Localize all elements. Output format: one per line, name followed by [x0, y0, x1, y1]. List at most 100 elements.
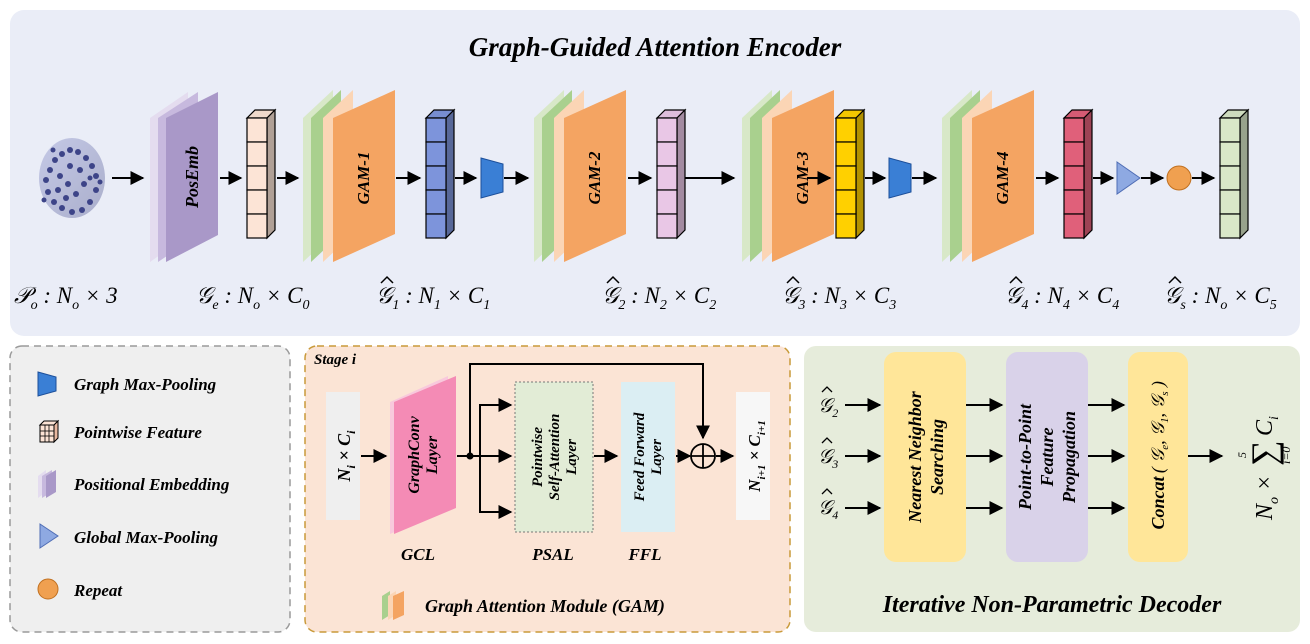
gam-slab-layer: [972, 90, 1034, 262]
label-gs: 𝒢s : No × C5: [1164, 283, 1277, 313]
svg-text:5: 5: [1235, 452, 1249, 458]
gam-label: GAM-4: [993, 152, 1012, 205]
posemb-label: PosEmb: [182, 146, 202, 209]
feature-column-side: [266, 108, 276, 240]
feature-column-side: [855, 108, 865, 240]
feature-cell: [246, 141, 268, 167]
svg-text:Ci: Ci: [1252, 416, 1282, 436]
pointwise-feature-legend-icon: [38, 419, 60, 444]
feature-cell: [1063, 213, 1085, 239]
concat-label: Concat ( 𝒢e, 𝒢1, 𝒢s ): [1148, 381, 1171, 530]
gam-output-box: [736, 392, 770, 520]
graph-max-pooling-legend-icon: [37, 371, 57, 397]
gam-input-label: Ni × Ci: [334, 430, 358, 483]
gam-slab-layer: [772, 90, 834, 262]
feature-cell: [835, 213, 857, 239]
gam-3-block: GAM-3: [742, 90, 834, 262]
concat-box: [1128, 352, 1188, 562]
label-g4: 𝒢4 : N4 × C4: [1005, 283, 1119, 313]
legend-panel: [9, 345, 291, 633]
feature-cell: [1063, 165, 1085, 191]
feature-cell: [656, 141, 678, 167]
decoder-input-g2: 𝒢2: [818, 395, 838, 420]
feature-cell: [1219, 165, 1241, 191]
decoder-output-formula: No × ∑ 5 i=0 Ci: [1235, 416, 1293, 521]
feature-cell: [246, 213, 268, 239]
feature-column-g1: [424, 108, 456, 240]
legend-pointwise-feature: Pointwise Feature: [38, 419, 202, 444]
repeat-icon: [1166, 165, 1192, 191]
ffl-box-label: Feed ForwardLayer: [632, 412, 665, 502]
gam-output-label: Ni+1 × Ci+1: [745, 420, 768, 492]
split-junction: [466, 452, 474, 460]
posemb-block: PosEmb: [150, 92, 218, 262]
label-ge: 𝒢e : No × C0: [196, 283, 309, 313]
feature-column-g3: [834, 108, 866, 240]
global-max-pooling-legend-icon: [39, 523, 59, 549]
legend-label: Graph Max-Pooling: [74, 375, 217, 394]
point-to-point-box: [1006, 352, 1088, 562]
graph-max-pooling-icon-2: [888, 157, 912, 199]
decoder-arrows: [845, 398, 1224, 515]
gcl-label: GCL: [401, 545, 435, 564]
gam-caption-icon: [382, 591, 404, 620]
decoder-title: Iterative Non-Parametric Decoder: [882, 592, 1222, 618]
feature-cell: [425, 189, 447, 215]
feature-column-side: [1239, 108, 1249, 240]
feature-column-g4: [1062, 108, 1094, 240]
legend-positional-embedding: Positional Embedding: [38, 470, 230, 498]
feature-cell: [1063, 189, 1085, 215]
residual-add-icon: [690, 443, 716, 469]
graphconv-layer-block: GraphConvLayer: [390, 376, 456, 534]
feature-column-ge: [245, 108, 277, 240]
global-max-pooling-icon: [1116, 161, 1141, 195]
feature-cell: [656, 213, 678, 239]
stage-label: Stage i: [314, 352, 357, 368]
feature-cell: [835, 141, 857, 167]
gam-flow-lines: [457, 363, 735, 519]
gam-label: GAM-3: [793, 151, 812, 204]
feature-cell: [656, 165, 678, 191]
psal-box-label: PointwiseSelf-AttentionLayer: [530, 414, 580, 501]
legend-graph-max-pooling: Graph Max-Pooling: [37, 371, 217, 397]
label-g3: 𝒢3 : N3 × C3: [782, 283, 896, 313]
feature-cell: [835, 165, 857, 191]
feature-cell: [1219, 141, 1241, 167]
feature-cell: [246, 189, 268, 215]
label-po: 𝒫o : No × 3: [14, 283, 118, 313]
feature-column-side: [445, 108, 455, 240]
svg-text:i=0: i=0: [1279, 447, 1293, 464]
positional-embedding-legend-icon: [38, 470, 56, 498]
repeat-legend-icon: [37, 578, 59, 600]
legend-global-max-pooling: Global Max-Pooling: [39, 523, 219, 549]
feature-column-gs: [1218, 108, 1250, 240]
feature-cell: [835, 189, 857, 215]
gam-caption: Graph Attention Module (GAM): [425, 596, 665, 617]
psal-label: PSAL: [531, 545, 574, 564]
svg-text:Concat: Concat: [1148, 476, 1168, 530]
legend-label: Positional Embedding: [73, 475, 230, 494]
point-cloud-icon: [39, 138, 105, 218]
feature-column-side: [676, 108, 686, 240]
feature-cell: [1219, 189, 1241, 215]
gam-slab-layer: [564, 90, 626, 262]
legend-repeat: Repeat: [37, 578, 123, 600]
gam-input-box: [326, 392, 360, 520]
decoder-input-g4: 𝒢4: [818, 497, 838, 522]
ffl-label: FFL: [627, 545, 661, 564]
feature-cell: [425, 117, 447, 143]
feature-cell: [425, 213, 447, 239]
legend-label: Global Max-Pooling: [74, 528, 219, 547]
legend-label: Pointwise Feature: [73, 423, 202, 442]
graph-max-pooling-icon-1: [480, 157, 504, 199]
feature-cell: [425, 165, 447, 191]
svg-text:∑: ∑: [1244, 440, 1284, 466]
graphconv-label: GraphConvLayer: [406, 415, 441, 493]
feature-cell: [1219, 117, 1241, 143]
ffl-box: [621, 382, 675, 532]
decoder-input-hats: [821, 386, 833, 495]
gam-1-block: GAM-1: [303, 90, 395, 262]
feature-cell: [246, 165, 268, 191]
